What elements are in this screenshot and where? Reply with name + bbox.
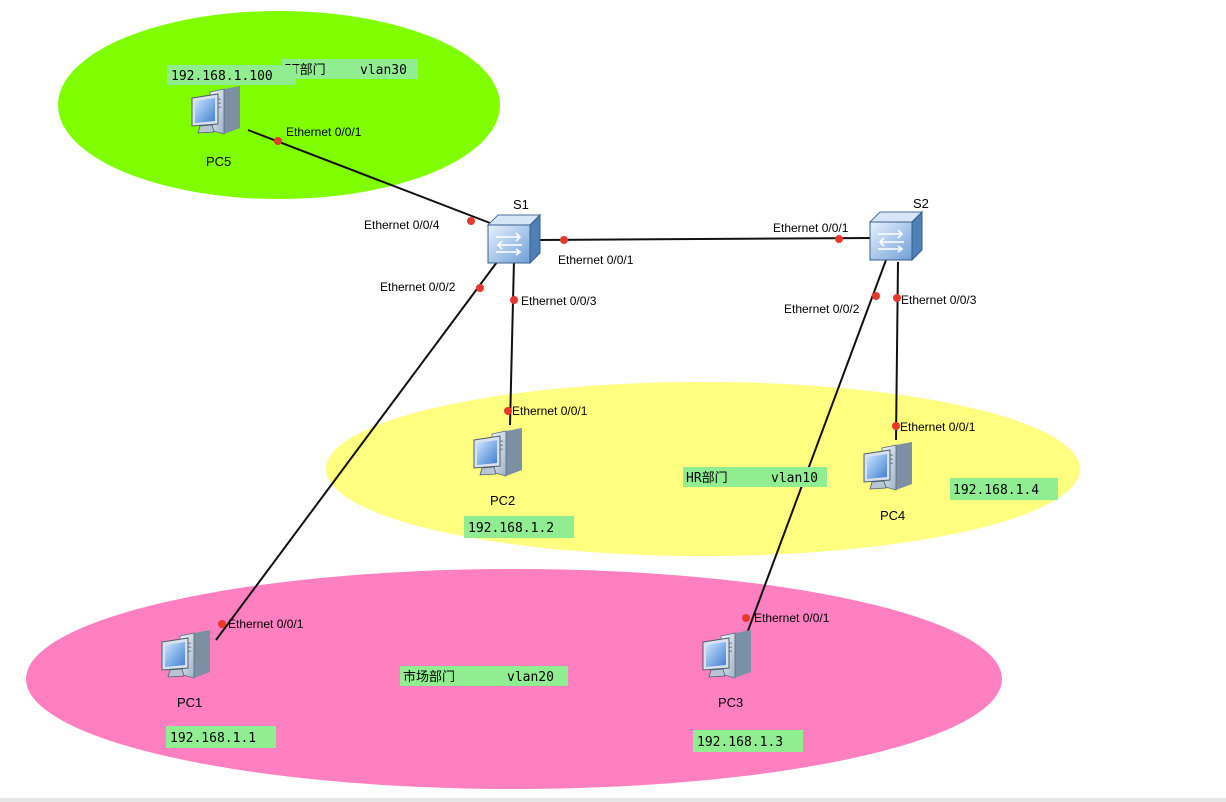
ip-tag-pc2: 192.168.1.2	[464, 516, 574, 538]
zone-market-vlan: vlan20	[507, 670, 554, 685]
ip-tag-pc4: 192.168.1.4	[950, 478, 1058, 500]
port-dot-pc2-e1	[504, 407, 512, 415]
ip-pc3: 192.168.1.3	[697, 735, 783, 750]
port-label-s2-e3: Ethernet 0/0/3	[901, 293, 977, 307]
zone-market-tag: 市场部门 vlan20	[400, 666, 568, 686]
pc5[interactable]: PC5	[191, 85, 241, 169]
ip-pc2: 192.168.1.2	[468, 521, 554, 536]
port-label-pc5-e1: Ethernet 0/0/1	[286, 125, 362, 139]
zone-it	[58, 11, 500, 199]
zone-hr-name: HR部门	[686, 471, 728, 486]
port-dots	[218, 137, 901, 628]
port-dot-s1-e3	[510, 296, 518, 304]
port-dot-s2-e3	[893, 294, 901, 302]
link-s1-pc2	[509, 259, 515, 426]
port-label-pc3-e1: Ethernet 0/0/1	[754, 611, 830, 625]
switch-s2-label: S2	[913, 196, 929, 211]
port-label-s2-e2: Ethernet 0/0/2	[784, 302, 860, 316]
link-s2-pc3	[745, 259, 887, 637]
switch-s2[interactable]: S2	[869, 196, 929, 261]
port-label-pc4-e1: Ethernet 0/0/1	[900, 420, 976, 434]
zone-it-tag: IT部门 vlan30	[282, 59, 418, 79]
pc3[interactable]: PC3	[702, 629, 752, 710]
port-dot-pc4-e1	[892, 422, 900, 430]
bottom-scroll-edge	[0, 798, 1226, 802]
ip-tag-pc1: 192.168.1.1	[166, 726, 276, 748]
port-dot-s1-e2	[476, 284, 484, 292]
port-dot-s1-e4	[467, 217, 475, 225]
port-dot-s1-e1	[560, 236, 568, 244]
links	[215, 129, 899, 641]
pc3-label: PC3	[718, 695, 743, 710]
zone-market-name: 市场部门	[403, 669, 455, 685]
port-label-pc1-e1: Ethernet 0/0/1	[228, 617, 304, 631]
port-label-s2-e1: Ethernet 0/0/1	[773, 221, 849, 235]
pc4-label: PC4	[880, 508, 905, 523]
zone-hr-vlan: vlan10	[771, 471, 818, 486]
port-label-pc2-e1: Ethernet 0/0/1	[512, 404, 588, 418]
switch-icon	[487, 214, 541, 264]
switch-s1[interactable]: S1	[487, 197, 541, 264]
link-s2-pc4	[895, 261, 899, 441]
port-label-s1-e2: Ethernet 0/0/2	[380, 280, 456, 294]
pc2-label: PC2	[490, 493, 515, 508]
switch-s1-label: S1	[513, 197, 529, 212]
switch-icon	[869, 211, 923, 261]
link-s1-s2	[539, 237, 873, 241]
port-label-s1-e3: Ethernet 0/0/3	[521, 294, 597, 308]
ip-pc5: 192.168.1.100	[171, 69, 273, 84]
port-dot-s2-e1	[835, 235, 843, 243]
port-dot-s2-e2	[872, 292, 880, 300]
ip-tag-pc3: 192.168.1.3	[693, 730, 803, 752]
pc2[interactable]: PC2	[473, 427, 523, 508]
ip-pc4: 192.168.1.4	[953, 483, 1039, 498]
link-pc5-s1	[247, 129, 491, 224]
pc1-label: PC1	[177, 695, 202, 710]
zone-it-vlan: vlan30	[360, 63, 407, 78]
port-label-s1-e4: Ethernet 0/0/4	[364, 218, 440, 232]
pc4[interactable]: PC4	[863, 441, 913, 523]
port-dot-pc1-e1	[218, 620, 226, 628]
pc1[interactable]: PC1	[161, 629, 211, 710]
ip-tag-pc5: 192.168.1.100	[167, 65, 296, 85]
port-label-s1-e1: Ethernet 0/0/1	[558, 253, 634, 267]
pc5-label: PC5	[206, 154, 231, 169]
port-dot-pc3-e1	[742, 614, 750, 622]
port-dot-pc5-e1	[274, 137, 282, 145]
zone-hr-tag: HR部门 vlan10	[683, 467, 827, 487]
link-s1-pc1	[215, 257, 501, 641]
ip-pc1: 192.168.1.1	[170, 731, 256, 746]
